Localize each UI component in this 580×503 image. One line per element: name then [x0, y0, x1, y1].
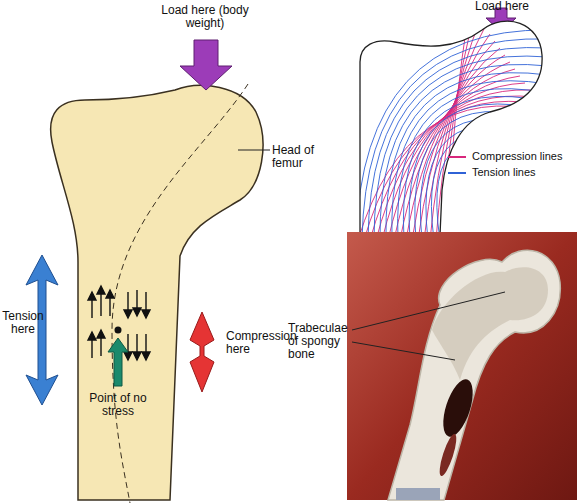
section-outline — [360, 21, 542, 235]
load-arrow — [180, 40, 232, 90]
load-label: Load here — [462, 0, 542, 13]
stress-label: Tension here — [0, 310, 46, 336]
compression-line — [406, 55, 505, 240]
tension-line — [409, 104, 548, 240]
marrow-cavity — [436, 433, 459, 478]
tension-line — [374, 56, 548, 240]
tension-line — [447, 152, 548, 240]
neutral-arrow — [108, 338, 128, 386]
femur-outline — [51, 85, 263, 500]
tension-line — [420, 119, 548, 240]
legend-text: Tension lines — [472, 166, 536, 179]
leader-line — [352, 292, 505, 330]
neutral-point — [115, 327, 122, 334]
leader-line — [238, 150, 270, 151]
bone-end — [396, 488, 440, 500]
tension-line — [431, 132, 548, 240]
compression-line — [430, 27, 485, 240]
marrow-cavity — [437, 376, 478, 440]
tension-line — [398, 89, 548, 240]
tension-line — [453, 158, 548, 240]
legend-swatch — [448, 156, 466, 158]
load-label: Load here (body weight) — [150, 4, 260, 30]
tension-line — [362, 39, 548, 240]
legend-row: Compression lines — [448, 150, 562, 163]
photo-background — [347, 232, 577, 500]
bone-section — [388, 250, 560, 500]
spongy-bone — [432, 267, 548, 380]
neutral-axis — [112, 84, 248, 503]
point-label: Point of no stress — [80, 392, 156, 418]
tension-line — [426, 126, 548, 240]
part-label: Head of femur — [272, 144, 334, 170]
part-label: Trabeculae of spongy bone — [288, 322, 350, 361]
compression-line — [424, 34, 490, 240]
tension-line — [415, 111, 548, 240]
legend-swatch — [448, 172, 466, 174]
legend-text: Compression lines — [472, 150, 562, 163]
compression-arrow — [190, 312, 214, 392]
leader-line — [352, 342, 455, 360]
tension-line — [368, 48, 548, 240]
tension-line — [356, 30, 548, 240]
legend-row: Tension lines — [448, 166, 536, 179]
trajectory-lines — [356, 6, 548, 240]
